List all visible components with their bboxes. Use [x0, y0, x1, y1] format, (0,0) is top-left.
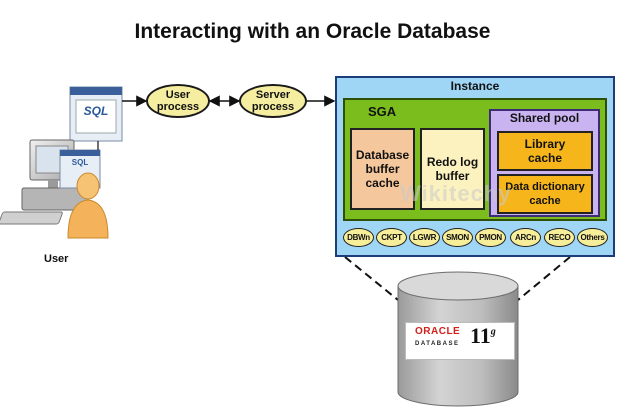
redo-log-buffer: Redo log buffer [420, 128, 485, 210]
shared-pool-label: Shared pool [509, 111, 580, 125]
bg-process-smon: SMON [442, 228, 473, 247]
oracle-brand-text: ORACLE [415, 326, 461, 337]
bg-process-reco: RECO [544, 228, 575, 247]
sga-label: SGA [368, 104, 397, 119]
user-person-icon [67, 172, 109, 239]
user-label: User [44, 253, 69, 265]
oracle-product-text: DATABASE [415, 341, 460, 347]
instance-db-dashed-left [344, 256, 399, 301]
oracle-version: 11g [470, 323, 496, 349]
oracle-logo-label [405, 322, 515, 360]
bg-process-dbwn: DBWn [343, 228, 374, 247]
user-process-node: User process [146, 84, 210, 118]
bg-process-pmon: PMON [475, 228, 506, 247]
server-process-node: Server process [239, 84, 307, 118]
oracle-version-suffix: g [490, 326, 496, 338]
diagram-title: Interacting with an Oracle Database [134, 20, 491, 43]
instance-db-dashed-right [517, 256, 571, 301]
sql-window-icon [69, 86, 123, 142]
library-cache: Library cache [497, 131, 593, 171]
bg-process-lgwr: LGWR [409, 228, 440, 247]
sql-small-window-text: SQL [71, 158, 89, 167]
sql-window-text: SQL [83, 104, 109, 118]
bg-process-arcn: ARCn [510, 228, 541, 247]
bg-process-ckpt: CKPT [376, 228, 407, 247]
watermark: Wikitechy [400, 181, 512, 206]
database-buffer-cache: Database buffer cache [350, 128, 415, 210]
instance-label: Instance [450, 79, 500, 93]
data-dictionary-cache: Data dictionary cache [497, 174, 593, 214]
bg-process-others: Others [577, 228, 608, 247]
oracle-version-number: 11 [470, 323, 491, 348]
